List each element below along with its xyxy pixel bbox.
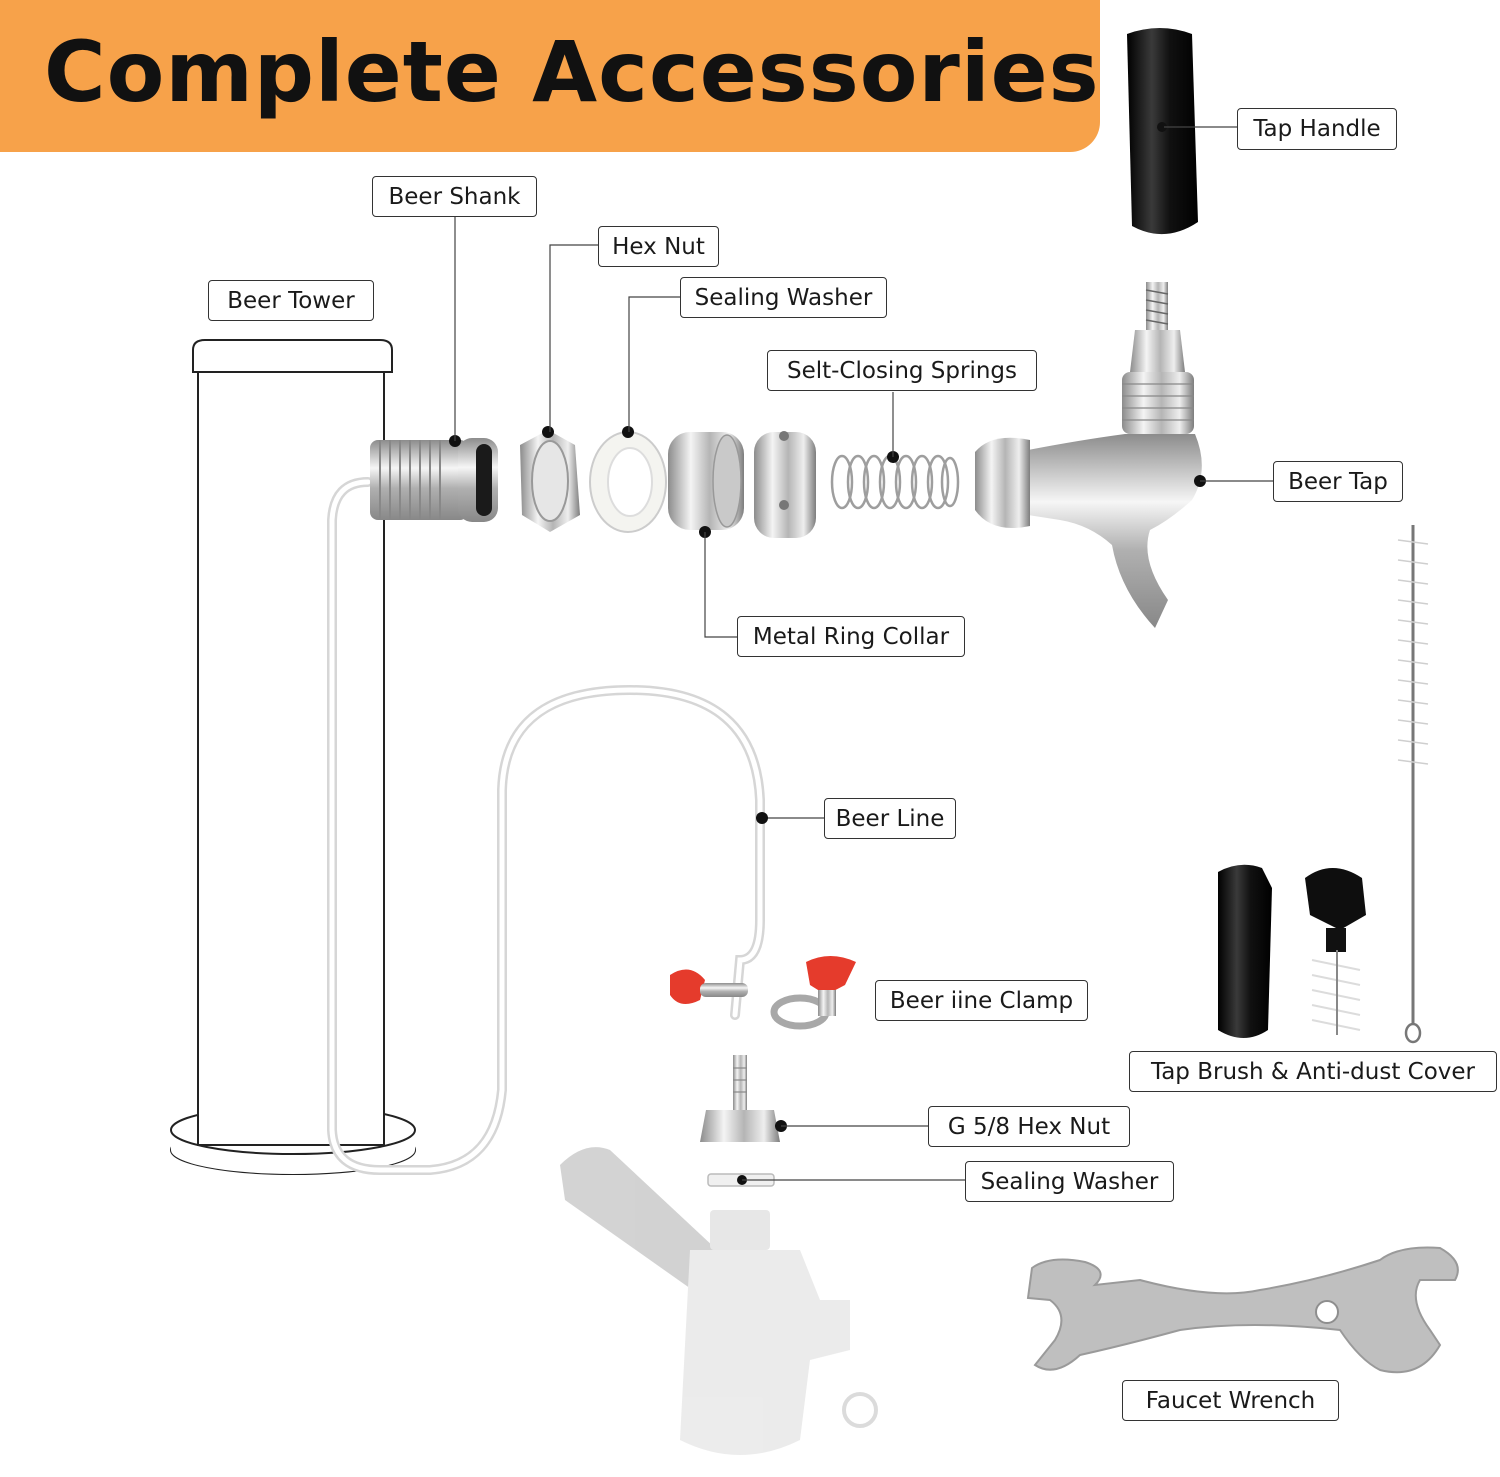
beer-shank-icon <box>370 435 498 522</box>
ring-collar-icon <box>668 431 816 538</box>
sealing-washer-icon <box>589 426 667 533</box>
keg-coupler-icon <box>560 1147 878 1455</box>
clamp-icon <box>670 956 856 1030</box>
title-banner: Complete Accessories <box>0 0 1100 152</box>
beer-tap-icon <box>975 282 1206 628</box>
label-tap-brush-cover: Tap Brush & Anti-dust Cover <box>1129 1051 1497 1092</box>
beer-line-icon <box>327 477 765 1175</box>
label-g58-hex-nut: G 5/8 Hex Nut <box>928 1106 1130 1147</box>
label-hex-nut: Hex Nut <box>598 226 719 267</box>
beer-tower-icon <box>170 339 416 1175</box>
faucet-wrench-icon <box>1026 1246 1459 1374</box>
spring-icon <box>830 451 960 510</box>
beer-line-marker <box>756 812 768 824</box>
brush-icon <box>1397 525 1429 1044</box>
label-sealing-washer-top: Sealing Washer <box>680 277 887 318</box>
label-self-closing-springs: Selt-Closing Springs <box>767 350 1037 391</box>
page-title: Complete Accessories <box>44 23 1100 121</box>
g58-hex-nut-icon <box>700 1055 787 1187</box>
label-faucet-wrench: Faucet Wrench <box>1122 1380 1339 1421</box>
label-metal-ring-collar: Metal Ring Collar <box>737 616 965 657</box>
tap-handle-icon <box>1127 28 1198 235</box>
label-beer-line-clamp: Beer iine Clamp <box>875 980 1088 1021</box>
dust-cover-icon <box>1218 864 1366 1038</box>
label-sealing-washer-bottom: Sealing Washer <box>965 1161 1174 1202</box>
label-beer-tap: Beer Tap <box>1273 461 1403 502</box>
label-beer-shank: Beer Shank <box>372 176 537 217</box>
label-tap-handle: Tap Handle <box>1237 108 1397 150</box>
leader-lines <box>454 126 1273 1181</box>
label-beer-line: Beer Line <box>824 798 956 839</box>
hex-nut-icon <box>520 426 580 532</box>
label-beer-tower: Beer Tower <box>208 280 374 321</box>
